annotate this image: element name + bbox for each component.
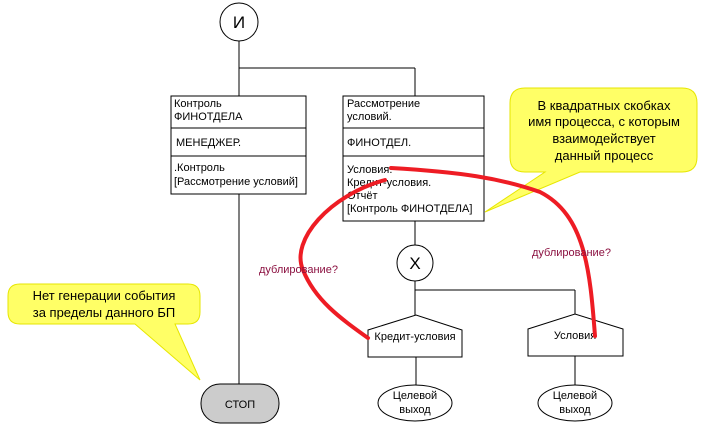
target-label: выход — [399, 404, 431, 416]
and-label: И — [233, 13, 245, 32]
function-title: условий. — [347, 111, 392, 123]
callout-text: данный процесс — [555, 148, 654, 163]
function-io: [Рассмотрение условий] — [174, 176, 298, 188]
red-stroke-right — [389, 166, 597, 338]
target-label: Целевой — [393, 390, 437, 402]
event-terms[interactable]: Условия — [527, 313, 624, 357]
callout-text: взаимодействует — [552, 131, 655, 146]
target-output-1[interactable]: Целевой выход — [377, 384, 453, 422]
function-box-control[interactable]: Контроль ФИНОТДЕЛА МЕНЕДЖЕР. .Контроль [… — [170, 95, 307, 195]
callout-text: имя процесса, с которым — [528, 114, 680, 129]
target-output-2[interactable]: Целевой выход — [537, 384, 613, 422]
xor-label: X — [409, 254, 420, 273]
function-io: Кредит-условия. — [347, 177, 431, 189]
event-label: Условия — [554, 330, 596, 342]
function-title: Рассмотрение — [347, 98, 420, 110]
and-connector[interactable]: И — [219, 2, 259, 42]
callout-right: В квадратных скобках имя процесса, с кот… — [484, 87, 698, 213]
callout-text: Нет генерации события — [33, 288, 176, 303]
annotation-duplication-right: дублирование? — [532, 247, 611, 259]
callout-text: за пределы данного БП — [33, 305, 176, 320]
event-credit-terms[interactable]: Кредит-условия — [367, 314, 463, 358]
event-label: Кредит-условия — [374, 331, 455, 343]
annotation-duplication-left: дублирование? — [259, 264, 338, 276]
stop-node[interactable]: СТОП — [200, 383, 280, 424]
function-box-review[interactable]: Рассмотрение условий. ФИНОТДЕЛ. Условия.… — [342, 95, 485, 222]
duplication-annotation-strokes — [298, 166, 597, 340]
function-io: .Контроль — [174, 162, 225, 174]
xor-connector[interactable]: X — [396, 244, 434, 282]
function-title: ФИНОТДЕЛА — [174, 111, 243, 123]
function-io: Условия. — [347, 164, 392, 176]
function-title: Контроль — [174, 98, 222, 110]
stop-label: СТОП — [225, 399, 255, 411]
function-role: ФИНОТДЕЛ. — [347, 137, 411, 149]
function-role: МЕНЕДЖЕР. — [176, 137, 241, 149]
function-io: [Контроль ФИНОТДЕЛА] — [347, 203, 472, 215]
callout-text: В квадратных скобках — [537, 98, 671, 113]
red-stroke-left — [298, 178, 387, 340]
connectors — [238, 41, 576, 385]
callout-left: Нет генерации события за пределы данного… — [7, 283, 201, 381]
target-label: выход — [559, 404, 591, 416]
target-label: Целевой — [553, 390, 597, 402]
